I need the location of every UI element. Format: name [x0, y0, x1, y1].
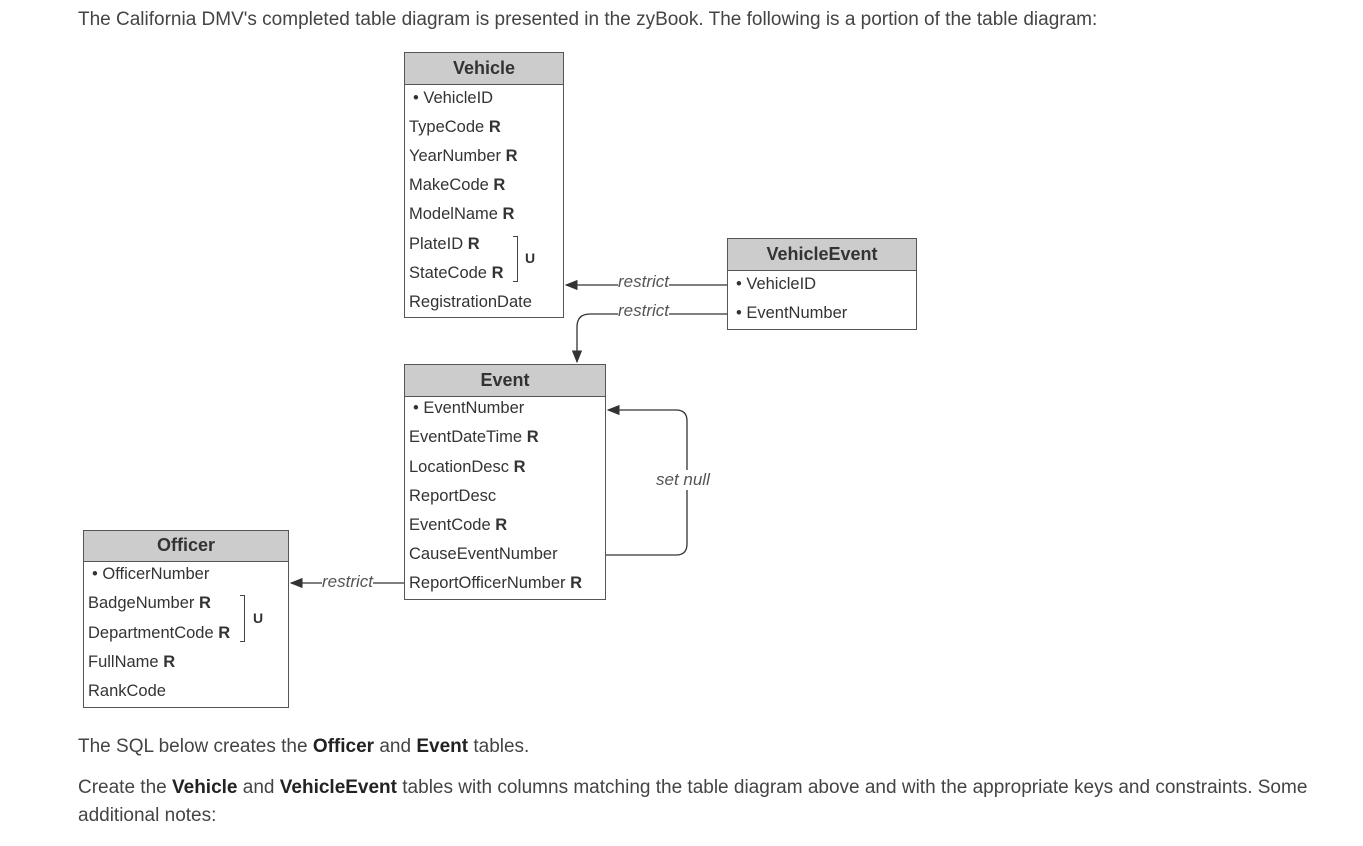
ve-event-line [571, 313, 728, 364]
vehicle-row-7: RegistrationDate [409, 293, 532, 311]
event-row-3: ReportDesc [409, 487, 497, 505]
officer-row-1: BadgeNumber R [88, 594, 211, 612]
officer-table: Officer • OfficerNumber BadgeNumber R De… [83, 530, 289, 708]
event-row-2: LocationDesc R [409, 458, 526, 476]
event-row-1: EventDateTime R [409, 428, 539, 446]
officer-row-4: RankCode [88, 682, 166, 700]
ve-event-label: restrict [618, 301, 669, 321]
vehicle-event-table-title: VehicleEvent [728, 239, 916, 271]
event-row-5: CauseEventNumber [409, 545, 558, 563]
officer-row-2: DepartmentCode R [88, 624, 231, 642]
vehicle-row-1: TypeCode R [409, 118, 501, 136]
event-officer-label: restrict [322, 572, 373, 592]
vehicle-event-row-0: • VehicleID [736, 275, 817, 293]
event-table-title: Event [405, 365, 605, 397]
vehicle-table-title: Vehicle [405, 53, 563, 85]
officer-unique-label: U [253, 610, 264, 626]
event-self-label: set null [656, 470, 710, 490]
create-note-paragraph: Create the Vehicle and VehicleEvent tabl… [78, 777, 1308, 826]
ve-vehicle-label: restrict [618, 272, 669, 292]
vehicle-table: Vehicle • VehicleID TypeCode R YearNumbe… [404, 52, 564, 318]
event-row-4: EventCode R [409, 516, 508, 534]
intro-paragraph: The California DMV's completed table dia… [78, 9, 1098, 30]
vehicle-row-2: YearNumber R [409, 147, 518, 165]
event-row-6: ReportOfficerNumber R [409, 574, 583, 592]
vehicle-row-4: ModelName R [409, 205, 515, 223]
vehicle-unique-bracket [513, 236, 518, 282]
vehicle-row-6: StateCode R [409, 264, 504, 282]
sql-note-paragraph: The SQL below creates the Officer and Ev… [78, 736, 530, 757]
event-table: Event • EventNumber EventDateTime R Loca… [404, 364, 606, 600]
officer-unique-bracket [240, 595, 245, 642]
vehicle-row-3: MakeCode R [409, 176, 506, 194]
officer-row-0: • OfficerNumber [92, 565, 210, 583]
vehicle-event-row-1: • EventNumber [736, 304, 848, 322]
vehicle-unique-label: U [525, 250, 536, 266]
vehicle-row-0: • VehicleID [413, 89, 494, 107]
vehicle-row-5: PlateID R [409, 235, 480, 253]
vehicle-event-table: VehicleEvent • VehicleID • EventNumber [727, 238, 917, 330]
officer-table-title: Officer [84, 531, 288, 562]
event-row-0: • EventNumber [413, 399, 525, 417]
officer-row-3: FullName R [88, 653, 176, 671]
